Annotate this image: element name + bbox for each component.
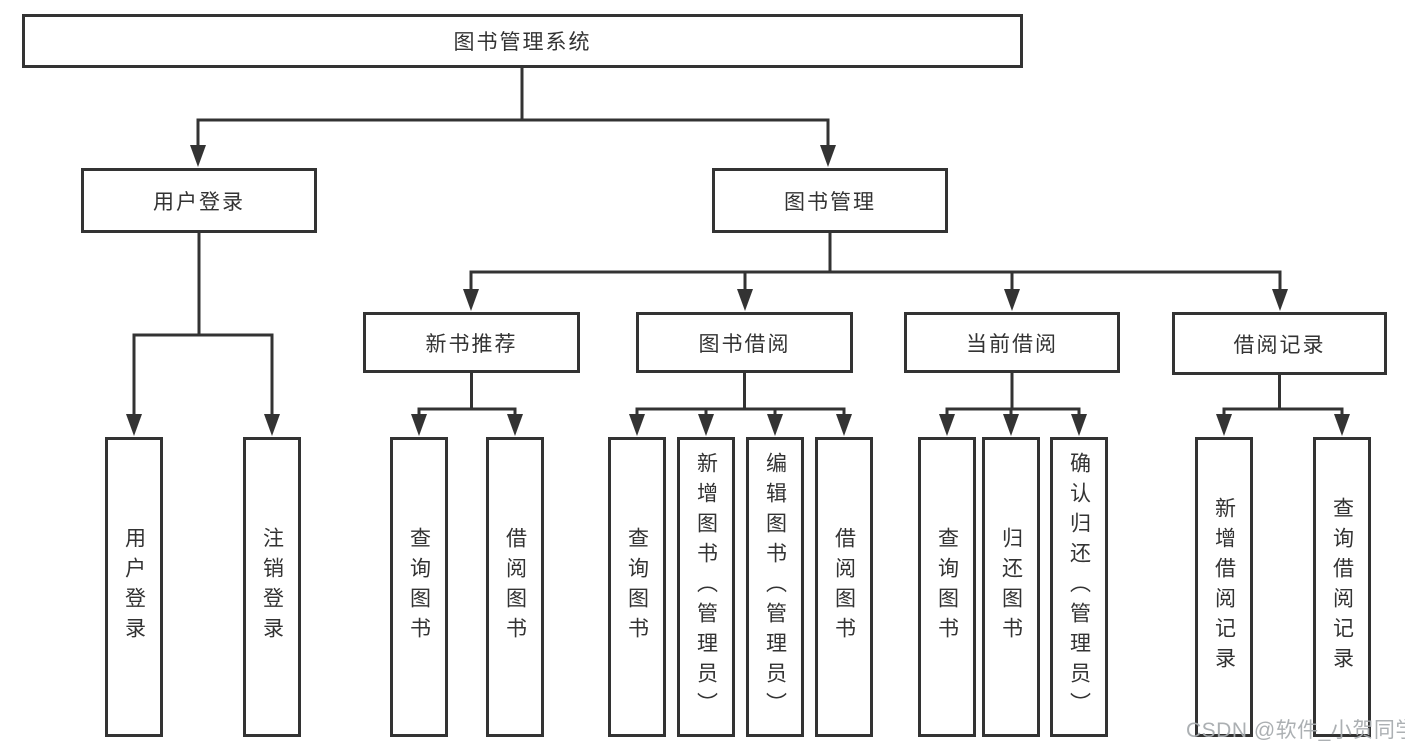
leaf-cb-return-books: 归还图书 [982,437,1040,737]
node-root-label: 图书管理系统 [453,31,592,54]
leaf-cb-confirm-return-admin: 确认归还（管理员） [1050,437,1108,737]
leaf-br-add-record: 新增借阅记录 [1195,437,1253,737]
leaf-cb-confirm-return-admin-label: 确认归还（管理员） [1067,452,1091,722]
node-new-book-recommend-label: 新书推荐 [425,332,518,356]
leaf-cb-query-books: 查询图书 [918,437,976,737]
leaf-cb-query-books-label: 查询图书 [935,527,959,647]
leaf-nbr-borrow-books: 借阅图书 [486,437,544,737]
leaf-bb-query-books: 查询图书 [608,437,666,737]
leaf-bb-borrow-books: 借阅图书 [815,437,873,737]
leaf-nbr-borrow-books-label: 借阅图书 [503,527,527,647]
leaf-bb-add-books-admin-label: 新增图书（管理员） [694,452,718,722]
leaf-user-login-label: 用户登录 [122,527,146,647]
leaf-bb-add-books-admin: 新增图书（管理员） [677,437,735,737]
leaf-bb-query-books-label: 查询图书 [625,527,649,647]
leaf-logout: 注销登录 [243,437,301,737]
csdn-watermark: CSDN @软件_小贺同学 [1186,719,1405,742]
leaf-logout-label: 注销登录 [260,527,284,647]
node-book-management-label: 图书管理 [784,190,876,214]
leaf-br-add-record-label: 新增借阅记录 [1212,497,1236,677]
leaf-bb-borrow-books-label: 借阅图书 [832,527,856,647]
leaf-cb-return-books-label: 归还图书 [999,527,1023,647]
node-new-book-recommend: 新书推荐 [363,312,580,373]
leaf-user-login: 用户登录 [105,437,163,737]
node-user-login: 用户登录 [81,168,317,233]
leaf-nbr-query-books-label: 查询图书 [407,527,431,647]
node-current-borrow: 当前借阅 [904,312,1120,373]
node-book-borrow: 图书借阅 [636,312,853,373]
node-book-management: 图书管理 [712,168,948,233]
leaf-br-query-record: 查询借阅记录 [1313,437,1371,737]
leaf-bb-edit-books-admin-label: 编辑图书（管理员） [763,452,787,722]
node-user-login-label: 用户登录 [153,190,245,214]
node-book-borrow-label: 图书借阅 [698,332,791,356]
leaf-br-query-record-label: 查询借阅记录 [1330,497,1354,677]
leaf-nbr-query-books: 查询图书 [390,437,448,737]
node-borrow-records-label: 借阅记录 [1233,333,1326,357]
leaf-bb-edit-books-admin: 编辑图书（管理员） [746,437,804,737]
node-root: 图书管理系统 [22,14,1023,68]
node-borrow-records: 借阅记录 [1172,312,1387,375]
node-current-borrow-label: 当前借阅 [966,332,1058,356]
